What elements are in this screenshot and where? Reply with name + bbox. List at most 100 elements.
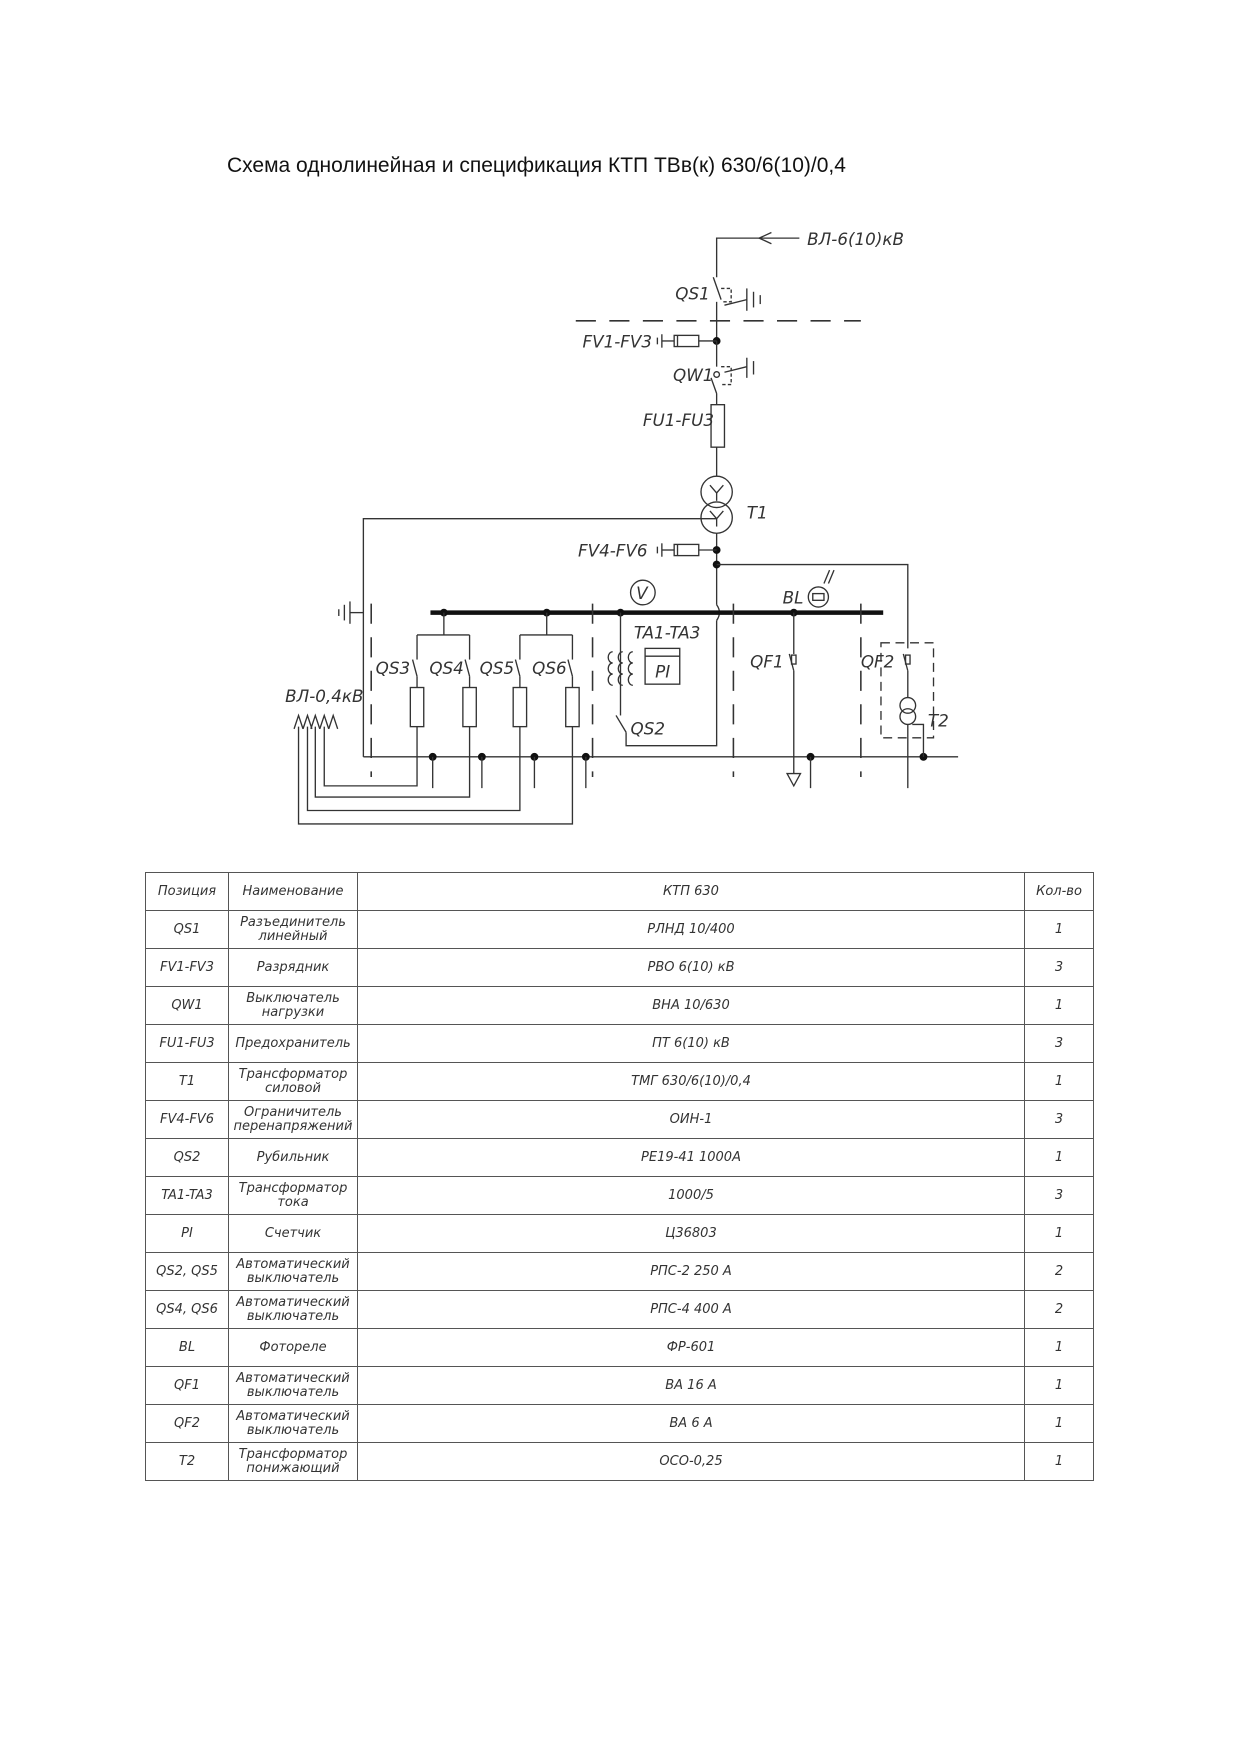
header-qty: Кол-во bbox=[1024, 872, 1094, 911]
cell-type: ВНА 10/630 bbox=[357, 986, 1025, 1025]
cell-qty: 2 bbox=[1024, 1252, 1094, 1291]
t1-transformer: T1 bbox=[362, 475, 768, 757]
cell-qty: 1 bbox=[1024, 1442, 1094, 1481]
label-feed-hv: ВЛ-6(10)кВ bbox=[807, 229, 904, 249]
cell-name: Разъединитель линейный bbox=[228, 910, 358, 949]
cell-name: Ограничитель перенапряжений bbox=[228, 1100, 358, 1139]
cell-separators bbox=[370, 603, 862, 777]
label-feed-lv: ВЛ-0,4кВ bbox=[285, 686, 363, 706]
qw1-load-switch: QW1 bbox=[673, 340, 755, 405]
cell-name: Разрядник bbox=[228, 948, 358, 987]
cell-type: ПТ 6(10) кВ bbox=[357, 1024, 1025, 1063]
label-qs2: QS2 bbox=[631, 718, 665, 738]
cell-name: Автоматический выключатель bbox=[228, 1290, 358, 1329]
label-qs4: QS4 bbox=[429, 658, 463, 678]
cell-name: Трансформатор тока bbox=[228, 1176, 358, 1215]
table-header: Позиция Наименование КТП 630 Кол-во bbox=[145, 872, 1094, 911]
label-fv4: FV4-FV6 bbox=[578, 541, 648, 561]
cell-position: T2 bbox=[145, 1442, 229, 1481]
cell-qty: 2 bbox=[1024, 1290, 1094, 1329]
header-type: КТП 630 bbox=[357, 872, 1025, 911]
outgoing-feeders: QS3 QS4 QS5 QS6 ВЛ-0,4кВ bbox=[285, 612, 580, 825]
cell-position: FV1-FV3 bbox=[145, 948, 229, 987]
qf2-t2-cell: QF2 T2 bbox=[861, 642, 949, 789]
cell-position: T1 bbox=[145, 1062, 229, 1101]
cell-type: РЕ19-41 1000А bbox=[357, 1138, 1025, 1177]
cell-qty: 1 bbox=[1024, 1138, 1094, 1177]
cell-name: Фотореле bbox=[228, 1328, 358, 1367]
cell-position: QS1 bbox=[145, 910, 229, 949]
cell-type: ТМГ 630/6(10)/0,4 bbox=[357, 1062, 1025, 1101]
cell-position: FV4-FV6 bbox=[145, 1100, 229, 1139]
cell-position: QF1 bbox=[145, 1366, 229, 1405]
header-name: Наименование bbox=[228, 872, 358, 911]
cell-type: ОСО-0,25 bbox=[357, 1442, 1025, 1481]
neutral-bus bbox=[363, 752, 959, 789]
cell-type: ОИН-1 bbox=[357, 1100, 1025, 1139]
cell-position: PI bbox=[145, 1214, 229, 1253]
cell-type: ФР-601 bbox=[357, 1328, 1025, 1367]
cell-type: 1000/5 bbox=[357, 1176, 1025, 1215]
cell-position: QF2 bbox=[145, 1404, 229, 1443]
label-qf2: QF2 bbox=[861, 651, 894, 671]
cell-name: Трансформатор понижающий bbox=[228, 1442, 358, 1481]
cell-position: BL bbox=[145, 1328, 229, 1367]
cell-type: Ц36803 bbox=[357, 1214, 1025, 1253]
hv-feed: ВЛ-6(10)кВ bbox=[715, 229, 904, 278]
cell-position: QS2 bbox=[145, 1138, 229, 1177]
cell-name: Трансформатор силовой bbox=[228, 1062, 358, 1101]
fv4-limiter: FV4-FV6 bbox=[578, 541, 909, 649]
header-position: Позиция bbox=[145, 872, 229, 911]
cell-position: QW1 bbox=[145, 986, 229, 1025]
cell-name: Автоматический выключатель bbox=[228, 1404, 358, 1443]
bus-nodes bbox=[439, 608, 798, 617]
label-qs5: QS5 bbox=[480, 658, 514, 678]
cell-name: Автоматический выключатель bbox=[228, 1252, 358, 1291]
label-fv1: FV1-FV3 bbox=[582, 332, 652, 352]
cell-qty: 1 bbox=[1024, 910, 1094, 949]
ground-icon bbox=[338, 601, 364, 624]
cell-position: FU1-FU3 bbox=[145, 1024, 229, 1063]
label-qs1: QS1 bbox=[675, 284, 709, 304]
cell-qty: 3 bbox=[1024, 948, 1094, 987]
cell-position: QS2, QS5 bbox=[145, 1252, 229, 1291]
fv1-arrester: FV1-FV3 bbox=[582, 332, 721, 352]
cell-type: РЛНД 10/400 bbox=[357, 910, 1025, 949]
voltmeter: V bbox=[629, 579, 656, 606]
cell-name: Автоматический выключатель bbox=[228, 1366, 358, 1405]
cell-qty: 1 bbox=[1024, 1062, 1094, 1101]
cell-qty: 3 bbox=[1024, 1024, 1094, 1063]
cell-qty: 1 bbox=[1024, 1328, 1094, 1367]
cell-type: РПС-4 400 А bbox=[357, 1290, 1025, 1329]
qf1-breaker: QF1 bbox=[750, 612, 802, 788]
cell-qty: 1 bbox=[1024, 1214, 1094, 1253]
cell-qty: 1 bbox=[1024, 986, 1094, 1025]
cell-type: РВО 6(10) кВ bbox=[357, 948, 1025, 987]
label-ta: TA1-TA3 bbox=[634, 622, 700, 642]
cell-name: Счетчик bbox=[228, 1214, 358, 1253]
label-bl: BL bbox=[783, 588, 804, 608]
cell-qty: 3 bbox=[1024, 1100, 1094, 1139]
qs1-disconnector: QS1 bbox=[675, 277, 761, 341]
label-qs6: QS6 bbox=[532, 658, 566, 678]
label-qs3: QS3 bbox=[376, 658, 410, 678]
cell-name: Предохранитель bbox=[228, 1024, 358, 1063]
cell-name: Выключатель нагрузки bbox=[228, 986, 358, 1025]
label-t2: T2 bbox=[928, 711, 949, 731]
